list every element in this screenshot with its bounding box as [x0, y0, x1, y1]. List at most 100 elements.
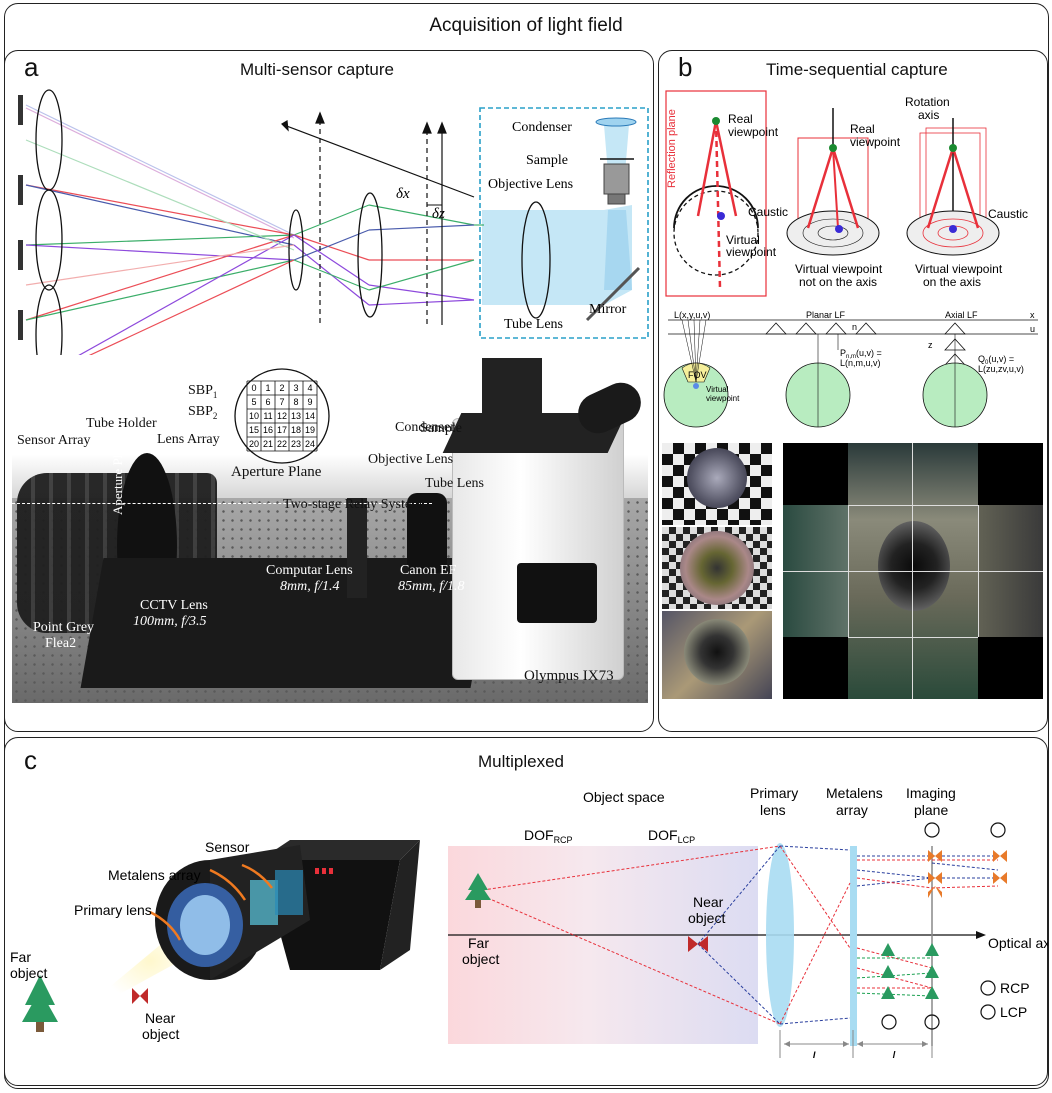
light-path — [482, 205, 632, 305]
real-viewpoint-label-2: viewpoint — [728, 125, 779, 139]
aperture-cell: 0 — [251, 383, 256, 393]
not-on-axis-label-2: not on the axis — [799, 275, 877, 289]
optical-axis-label: Optical axis — [988, 935, 1048, 951]
objective-lens-label: Objective Lens — [488, 177, 573, 192]
metalens-camera-illustration: Sensor Metalens array Primary lens Far o… — [10, 839, 420, 1042]
photo-objective-label: Objective Lens — [368, 452, 454, 467]
primary-lens-shape — [766, 843, 794, 1027]
far-object-diagram-label-2: object — [462, 951, 499, 967]
image-planes — [281, 111, 475, 325]
panel-a-photo — [12, 358, 648, 703]
on-axis-label-2: on the axis — [923, 275, 981, 289]
panel-a-letter: a — [24, 52, 39, 82]
tube-lens — [521, 201, 551, 319]
canon-lens-label-1: Canon EF — [400, 563, 457, 578]
sbp1-label: SBP1 — [188, 383, 218, 400]
primary-lens-title-2: lens — [760, 802, 786, 818]
dof-lcp-label: DOFLCP — [648, 827, 695, 845]
object-space-region — [448, 846, 758, 1044]
panel-c-title: Multiplexed — [478, 752, 564, 771]
virtual-viewpoint-label-1: Virtual — [726, 233, 760, 247]
far-object-label-1: Far — [10, 949, 31, 965]
condenser-lens — [595, 117, 637, 127]
aperture-cell: 15 — [249, 425, 259, 435]
point-grey-label-1: Point Grey — [33, 620, 95, 635]
metalens-array-shape — [850, 846, 857, 1046]
aperture-cell: 5 — [251, 397, 256, 407]
aperture-cell: 11 — [263, 411, 272, 421]
canon-lens — [407, 493, 447, 573]
canon-lens-label-2: 85mm, f/1.8 — [398, 579, 465, 594]
photo-condenser-label: Condenser — [395, 420, 455, 435]
aperture-cell: 12 — [277, 411, 287, 421]
aperture-cell: 22 — [277, 439, 287, 449]
imaging-plane-title-1: Imaging — [906, 785, 956, 801]
microscope-inset-box — [479, 107, 649, 339]
primary-lens-title-1: Primary — [750, 785, 798, 801]
real-viewpoint-mid-2: viewpoint — [850, 135, 901, 149]
panorama-photo — [783, 443, 1043, 699]
l-label: l — [892, 1048, 896, 1058]
metalens-title-1: Metalens — [826, 785, 883, 801]
caustic-label-2: Caustic — [988, 207, 1028, 221]
aperture-cell: 9 — [307, 397, 312, 407]
panel-a-ray-diagram: δx δz Condenser Sample Objective Lens Mi… — [18, 89, 649, 355]
aperture-cell: 13 — [291, 411, 301, 421]
aperture-size-line — [12, 503, 432, 504]
panel-b-title: Time-sequential capture — [766, 60, 948, 79]
objective-lens-shape — [600, 158, 634, 205]
panel-a-title: Multi-sensor capture — [240, 60, 395, 79]
z-label: z — [928, 340, 933, 350]
pnm-label-1: Pn,m(u,v) = — [840, 348, 882, 360]
delta-z-label: δz — [432, 206, 445, 222]
condenser-label: Condenser — [512, 120, 572, 135]
aperture-cell: 24 — [305, 439, 315, 449]
far-object-label-2: object — [10, 965, 47, 981]
mirror-shape — [585, 266, 641, 322]
relay-lens-2 — [357, 192, 383, 318]
catadioptric-photo-3 — [662, 611, 772, 699]
caustic-label-1: Caustic — [748, 205, 788, 219]
rotation-axis-label-1: Rotation — [905, 95, 950, 109]
relay-lens-1 — [288, 209, 304, 291]
pnm-label-2: L(n,m,u,v) — [840, 358, 881, 368]
aperture-cell: 2 — [279, 383, 284, 393]
sensor-array-bars — [18, 95, 23, 340]
sample-label: Sample — [526, 153, 568, 168]
q-label-1: Q0(u,v) = — [978, 354, 1014, 366]
aperture-cell: 21 — [263, 439, 273, 449]
olympus-label: Olympus IX73 — [524, 668, 614, 684]
computar-lens-label-2: 8mm, f/1.4 — [280, 579, 340, 594]
far-object-tree — [22, 975, 58, 1032]
panel-b-viewpoint-diagram: Reflection plane Real viewpoint Caustic … — [665, 90, 1028, 297]
far-object-tree-diagram — [465, 873, 491, 908]
lxyuv-label: L(x,y,u,v) — [674, 310, 710, 320]
photo-tube-lens-label: Tube Lens — [425, 476, 484, 491]
ray-bundle — [25, 104, 475, 355]
real-viewpoint-mid-1: Real — [850, 122, 875, 136]
aperture-cell: 6 — [265, 397, 270, 407]
point-grey-label-2: Flea2 — [45, 636, 77, 651]
panel-b-lf-diagram: L(x,y,u,v) FOV Virtual viewpoint Planar … — [663, 310, 1038, 428]
imaging-plane-title-2: plane — [914, 802, 948, 818]
n-label: n — [852, 322, 857, 332]
near-object-label-1: Near — [145, 1010, 176, 1026]
near-object-butterfly-diagram — [688, 936, 708, 952]
near-object-diagram-label-1: Near — [693, 894, 724, 910]
rcp-label: RCP — [1000, 980, 1030, 996]
planar-lf-label: Planar LF — [806, 310, 846, 320]
L-label: L — [812, 1048, 820, 1058]
microscope-arm — [482, 358, 542, 418]
aperture-cell: 10 — [249, 411, 259, 421]
lcp-label: LCP — [1000, 1004, 1027, 1020]
aperture-cell: 18 — [291, 425, 301, 435]
lens-array-label: Lens Array — [157, 432, 220, 447]
catadioptric-photo-1 — [662, 443, 772, 525]
u-axis-letter: u — [1030, 324, 1035, 334]
metalens-title-2: array — [836, 802, 868, 818]
aperture-cell: 20 — [249, 439, 259, 449]
aperture-cell: 17 — [277, 425, 287, 435]
aperture-cell: 19 — [305, 425, 315, 435]
far-object-diagram-label-1: Far — [468, 935, 489, 951]
